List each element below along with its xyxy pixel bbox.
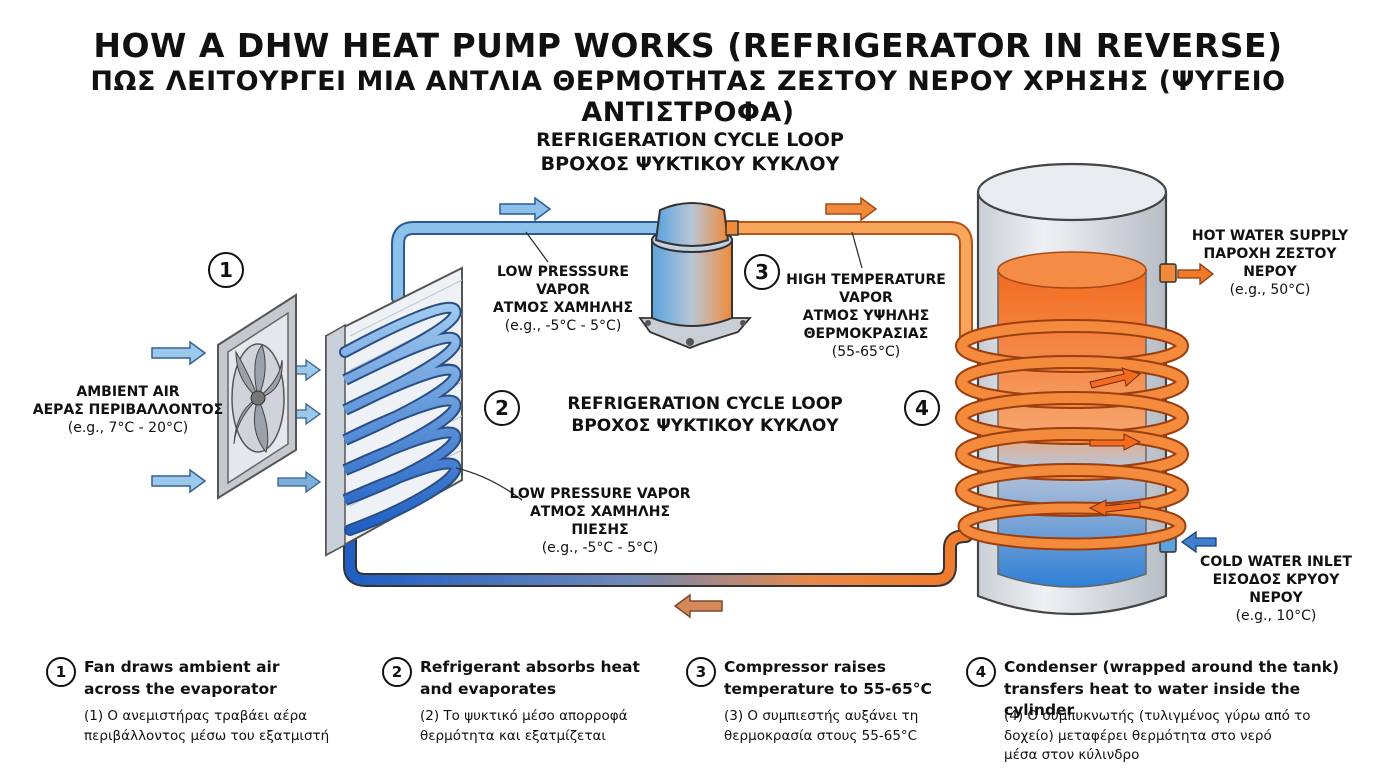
step-3-en2: temperature to 55-65°C xyxy=(724,679,932,698)
high-en1: HIGH TEMPERATURE xyxy=(786,272,946,288)
cold-range: (e.g., 10°C) xyxy=(1235,607,1317,624)
high-gr1: ΑΤΜΟΣ ΥΨΗΛΗΣ xyxy=(802,307,930,324)
step-2-en1: Refrigerant absorbs heat xyxy=(420,658,640,676)
loop-top-gr: ΒΡΟΧΟΣ ΨΥΚΤΙΚΟΥ ΚΥΚΛΟΥ xyxy=(540,153,840,176)
ambient-gr: ΑΕΡΑΣ ΠΕΡΙΒΑΛΛΟΝΤΟΣ xyxy=(32,401,224,418)
air-arrow-2 xyxy=(151,468,207,494)
flow-arrow-top-right xyxy=(825,196,878,222)
loop-heading-top: REFRIGERATION CYCLE LOOP ΒΡΟΧΟΣ ΨΥΚΤΙΚΟΥ… xyxy=(500,128,880,177)
page-subtitle-greek: ΠΩΣ ΛΕΙΤΟΥΡΓΕΙ ΜΙΑ ΑΝΤΛΙΑ ΘΕΡΜΟΤΗΤΑΣ ΖΕΣ… xyxy=(90,66,1286,128)
step-2-gr2: θερμότητα και εξατμίζεται xyxy=(420,727,606,744)
step-2-number: 2 xyxy=(382,657,412,687)
step-3-number: 3 xyxy=(686,657,716,687)
ambient-en: AMBIENT AIR xyxy=(76,384,180,400)
hot-water-arrow xyxy=(1177,262,1215,286)
step-4-en2: transfers heat to water inside the cylin… xyxy=(1004,679,1301,720)
step-1-number: 1 xyxy=(46,657,76,687)
low-bottom-gr: ΑΤΜΟΣ ΧΑΜΗΛΗΣ ΠΙΕΣΗΣ xyxy=(529,503,671,538)
step-1-en1: Fan draws ambient air xyxy=(84,658,280,676)
badge-step-3: 3 xyxy=(744,254,780,290)
badge-step-1: 1 xyxy=(208,252,244,288)
high-gr2: ΘΕΡΜΟΚΡΑΣΙΑΣ xyxy=(803,325,929,342)
step-1-gr2: περιβάλλοντος μέσω του εξατμιστή xyxy=(84,727,330,744)
step-4-number: 4 xyxy=(966,657,996,687)
hot-range: (e.g., 50°C) xyxy=(1229,281,1311,298)
low-top-en1: LOW PRESSSURE xyxy=(497,264,629,280)
label-low-pressure-vapor-top: LOW PRESSSURE VAPOR ΑΤΜΟΣ ΧΑΜΗΛΗΣ (e.g.,… xyxy=(478,264,648,336)
step-2-en2: and evaporates xyxy=(420,679,557,698)
evaporator-coil xyxy=(325,266,463,557)
label-low-pressure-vapor-bottom: LOW PRESSURE VAPOR ΑΤΜΟΣ ΧΑΜΗΛΗΣ ΠΙΕΣΗΣ … xyxy=(500,486,700,558)
step-1-en2: across the evaporator xyxy=(84,679,277,698)
step-3-gr1: (3) Ο συμπιεστής αυξάνει τη xyxy=(724,708,919,724)
cold-water-arrow xyxy=(1180,530,1217,554)
low-bottom-en: LOW PRESSURE VAPOR xyxy=(509,486,691,502)
hot-gr: ΠΑΡΟΧΗ ΖΕΣΤΟΥ ΝΕΡΟΥ xyxy=(1203,245,1337,280)
flow-arrow-top-left xyxy=(499,196,552,222)
step-1-gr1: (1) Ο ανεμιστήρας τραβάει αέρα xyxy=(84,708,308,724)
loop-center-en: REFRIGERATION CYCLE LOOP xyxy=(567,394,843,414)
step-4-gr1: (4) Ο συμπυκνωτής (τυλιγμένος γύρω από τ… xyxy=(1004,708,1311,724)
ambient-range: (e.g., 7°C - 20°C) xyxy=(67,419,189,436)
label-hot-water-supply: HOT WATER SUPPLY ΠΑΡΟΧΗ ΖΕΣΤΟΥ ΝΕΡΟΥ (e.… xyxy=(1180,228,1360,300)
step-3-en1: Compressor raises xyxy=(724,658,886,676)
low-bottom-range: (e.g., -5°C - 5°C) xyxy=(541,539,659,556)
fan-icon xyxy=(217,293,297,500)
cold-en: COLD WATER INLET xyxy=(1200,554,1352,570)
step-4-gr3: μέσα στον κύλινδρο xyxy=(1004,747,1140,764)
loop-heading-center: REFRIGERATION CYCLE LOOP ΒΡΟΧΟΣ ΨΥΚΤΙΚΟΥ… xyxy=(530,394,880,438)
badge-step-2: 2 xyxy=(484,390,520,426)
label-cold-water-inlet: COLD WATER INLET ΕΙΣΟΔΟΣ ΚΡΥΟΥ ΝΕΡΟΥ (e.… xyxy=(1186,554,1366,626)
step-4-gr2: δοχείο) μεταφέρει θερμότητα στο νερό xyxy=(1004,727,1272,744)
hot-en: HOT WATER SUPPLY xyxy=(1191,228,1349,244)
loop-top-en: REFRIGERATION CYCLE LOOP xyxy=(536,129,844,151)
high-en2: VAPOR xyxy=(839,289,893,306)
step-3-gr2: θερμοκρασία στους 55-65°C xyxy=(724,727,918,744)
high-range: (55-65°C) xyxy=(831,343,901,360)
loop-center-gr: ΒΡΟΧΟΣ ΨΥΚΤΙΚΟΥ ΚΥΚΛΟΥ xyxy=(571,415,839,436)
low-top-gr: ΑΤΜΟΣ ΧΑΜΗΛΗΣ xyxy=(492,299,634,316)
low-top-en2: VAPOR xyxy=(536,281,590,298)
low-top-range: (e.g., -5°C - 5°C) xyxy=(504,317,622,334)
step-2-gr1: (2) Το ψυκτικό μέσο απορροφά xyxy=(420,708,628,724)
compressor-icon xyxy=(638,202,752,349)
label-high-temp-vapor: HIGH TEMPERATURE VAPOR ΑΤΜΟΣ ΥΨΗΛΗΣ ΘΕΡΜ… xyxy=(782,272,950,362)
cold-gr: ΕΙΣΟΔΟΣ ΚΡΥΟΥ ΝΕΡΟΥ xyxy=(1212,571,1340,606)
step-4-en1: Condenser (wrapped around the tank) xyxy=(1004,658,1340,676)
flow-arrow-bottom xyxy=(673,593,723,619)
air-arrow-1 xyxy=(151,340,207,366)
condenser-coil xyxy=(955,319,1189,551)
badge-step-4: 4 xyxy=(904,390,940,426)
label-ambient-air: AMBIENT AIR ΑΕΡΑΣ ΠΕΡΙΒΑΛΛΟΝΤΟΣ (e.g., 7… xyxy=(28,384,228,438)
page-title: HOW A DHW HEAT PUMP WORKS (REFRIGERATOR … xyxy=(93,26,1283,65)
